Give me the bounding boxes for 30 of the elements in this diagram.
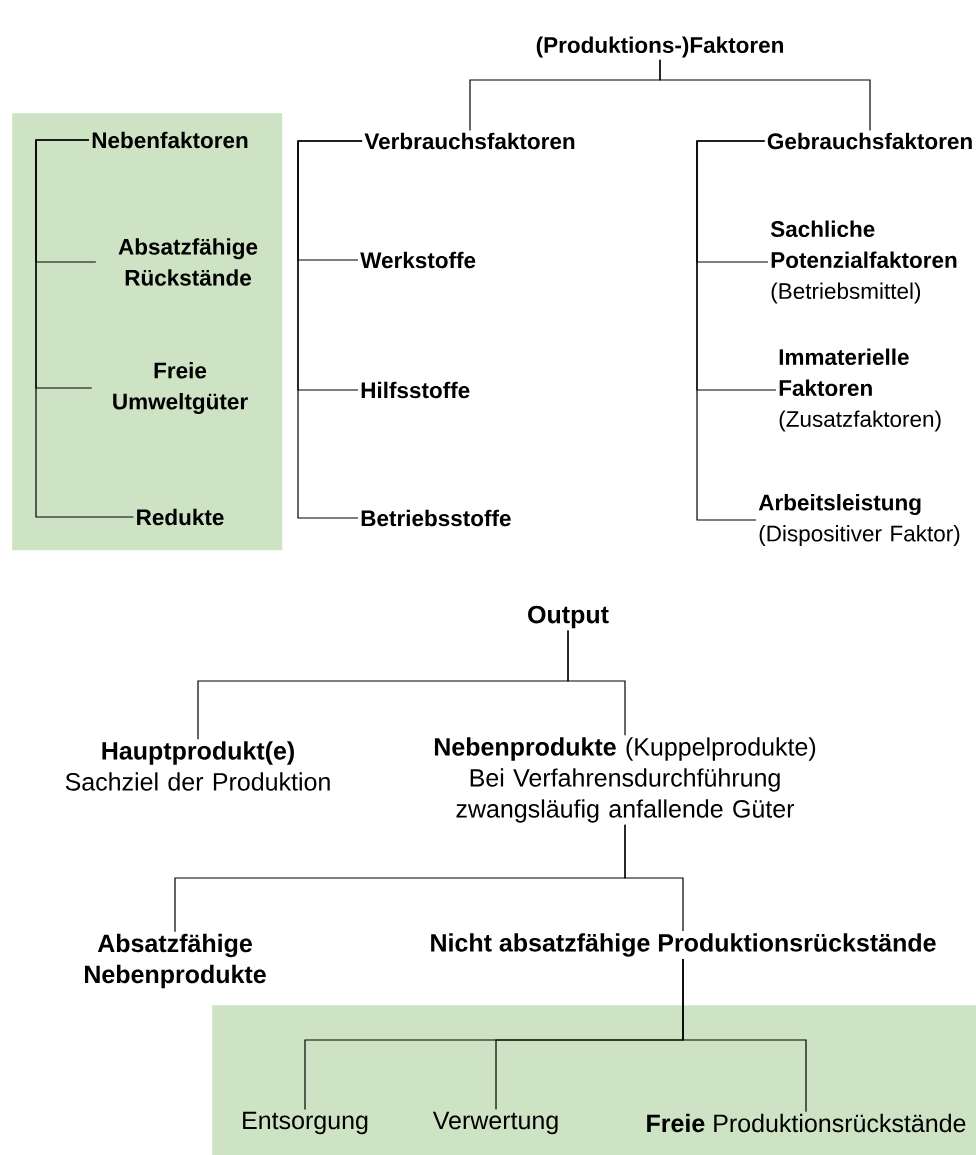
category-label: Absatzfähige Nebenprodukte <box>85 933 266 989</box>
category-label: Output <box>528 605 609 629</box>
category-label: Verwertung <box>432 1111 558 1135</box>
category-label: Hauptprodukt(e) Sachziel der Produktion <box>65 741 330 791</box>
connector-line <box>696 140 766 521</box>
category-label: Nebenfaktoren <box>92 131 248 149</box>
category-label: Hilfsstoffe <box>361 381 470 399</box>
category-label: Betriebsstoffe <box>361 509 511 527</box>
connector-line <box>35 139 134 518</box>
category-label: Verbrauchsfaktoren <box>364 132 575 150</box>
connector-line <box>567 629 626 736</box>
category-label: Absatzfähige Rückstände <box>118 238 258 286</box>
category-label: Gebrauchsfaktoren <box>767 132 972 150</box>
category-label: Nebenprodukte (Kuppelprodukte) Bei Verfahrensdurchführung zwangsläufig anfallende Güter <box>434 737 816 823</box>
highlight-panel <box>212 1005 976 1155</box>
category-label: Immaterielle Faktoren (Zusatzfaktoren) <box>779 348 941 432</box>
category-label: Nicht absatzfähige Produktionsrückstände <box>431 933 936 957</box>
category-label: Freie Produktionsrückstände <box>647 1113 966 1133</box>
connector-line <box>297 140 363 519</box>
connector-line <box>659 59 871 132</box>
highlight-panel <box>12 113 283 551</box>
category-label: (Produktions-)Faktoren <box>536 36 783 58</box>
connector-line <box>682 958 807 1113</box>
connector-line <box>624 824 684 932</box>
category-label: Freie Umweltgüter <box>113 361 248 415</box>
category-label: Arbeitsleistung (Dispositiver Faktor) <box>758 494 960 546</box>
category-label: Entsorgung <box>243 1111 368 1135</box>
category-label: Werkstoffe <box>360 251 476 269</box>
category-label: Redukte <box>137 508 224 526</box>
category-label: Sachliche Potenzialfaktoren (Betriebsmittel) <box>770 220 957 304</box>
